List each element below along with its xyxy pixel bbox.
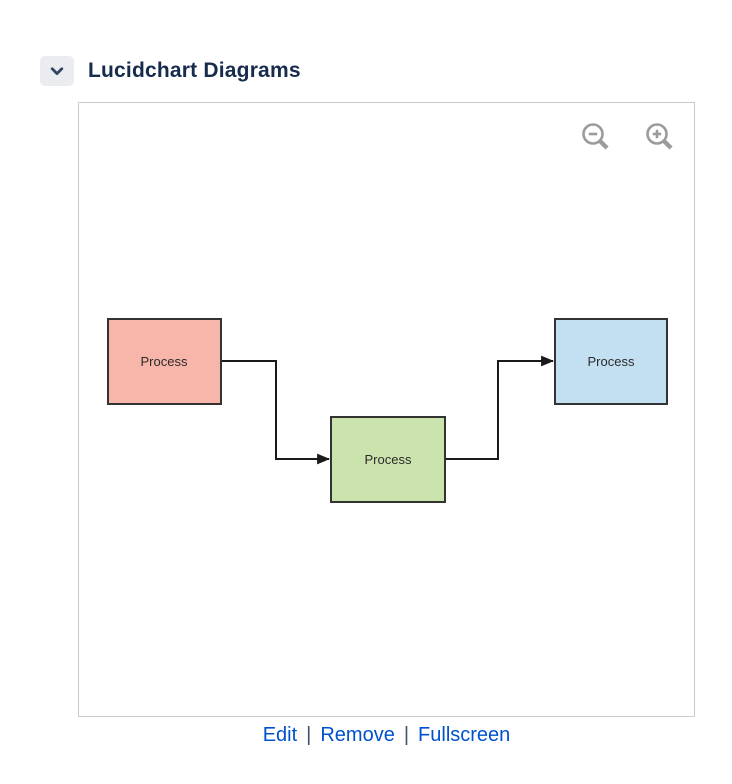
process-node-2-label: Process bbox=[365, 452, 412, 467]
remove-link[interactable]: Remove bbox=[320, 724, 395, 746]
magnifier-minus-icon bbox=[578, 120, 614, 156]
magnifier-plus-icon bbox=[642, 120, 678, 156]
connector-node1-node2 bbox=[221, 360, 331, 465]
process-node-2: Process bbox=[330, 416, 446, 503]
link-separator: | bbox=[403, 724, 410, 746]
macro-action-links: Edit | Remove | Fullscreen bbox=[78, 721, 695, 749]
section-header: Lucidchart Diagrams bbox=[40, 56, 301, 86]
zoom-controls bbox=[578, 120, 678, 156]
flowchart-diagram: Process Process Process bbox=[107, 318, 668, 503]
process-node-1-shape bbox=[107, 318, 222, 405]
section-title: Lucidchart Diagrams bbox=[88, 59, 301, 82]
edit-link[interactable]: Edit bbox=[262, 724, 298, 746]
zoom-in-button[interactable] bbox=[642, 120, 678, 156]
process-node-1: Process bbox=[107, 318, 222, 405]
collapse-section-button[interactable] bbox=[40, 56, 74, 86]
link-separator: | bbox=[306, 724, 312, 746]
fullscreen-link[interactable]: Fullscreen bbox=[418, 724, 511, 746]
diagram-viewer-panel: Process Process Process bbox=[78, 102, 695, 717]
process-node-1-label: Process bbox=[141, 354, 188, 369]
process-node-3-shape bbox=[554, 318, 668, 405]
connector-node2-node3 bbox=[445, 355, 555, 460]
process-node-3-label: Process bbox=[588, 354, 635, 369]
chevron-down-icon bbox=[49, 63, 65, 79]
zoom-out-button[interactable] bbox=[578, 120, 614, 156]
process-node-2-shape bbox=[330, 416, 446, 503]
process-node-3: Process bbox=[554, 318, 668, 405]
